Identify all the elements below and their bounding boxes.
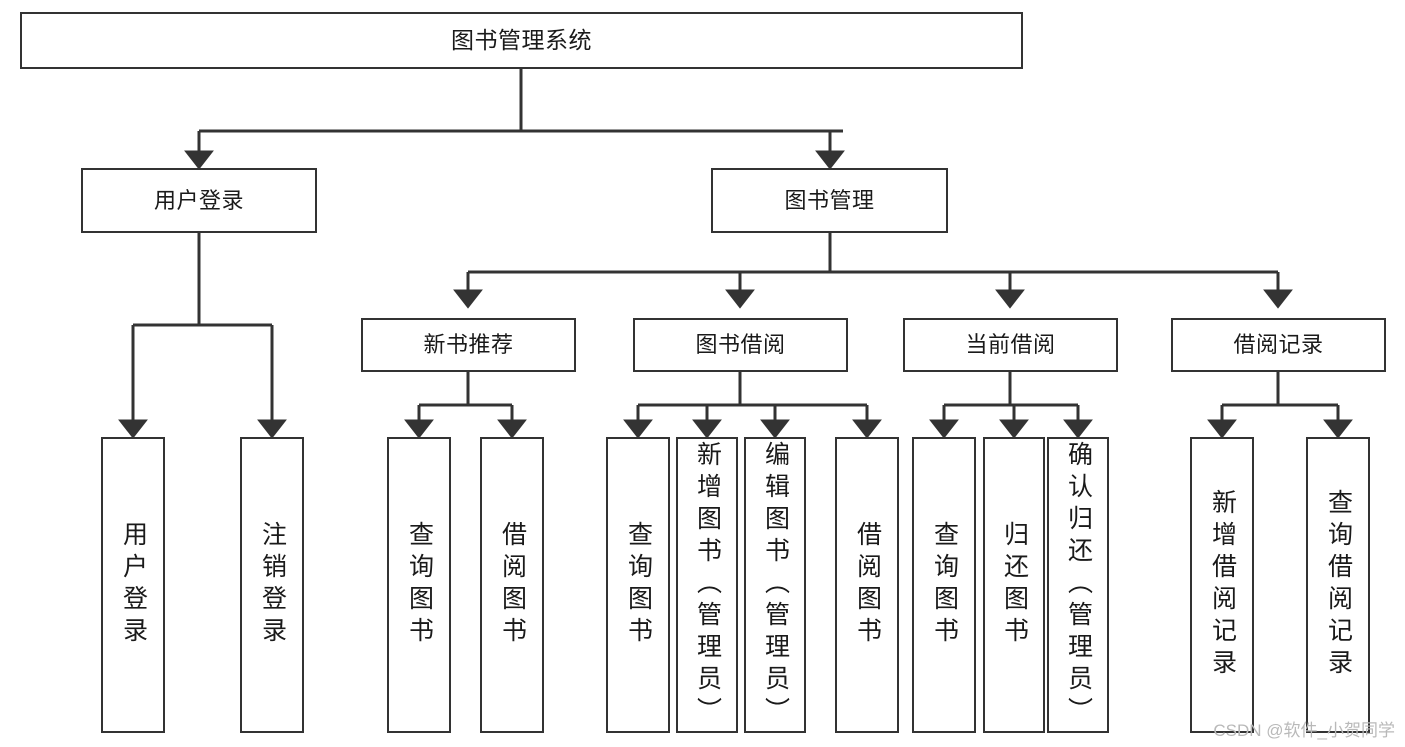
node-leaf-borrow-book-2[interactable]: 借阅图书 [835,437,899,733]
node-leaf-query-book-3-label: 查询图书 [930,521,959,649]
node-current-borrow[interactable]: 当前借阅 [903,318,1118,372]
node-leaf-query-record[interactable]: 查询借阅记录 [1306,437,1370,733]
csdn-watermark: CSDN @软件_小贺同学 [1213,721,1395,740]
node-leaf-query-book-3[interactable]: 查询图书 [912,437,976,733]
node-book-borrow-label: 图书借阅 [695,332,786,358]
node-current-borrow-label: 当前借阅 [965,332,1056,358]
node-user-login-label: 用户登录 [153,187,244,213]
node-leaf-edit-book[interactable]: 编辑图书（管理员） [744,437,806,733]
node-leaf-confirm-return[interactable]: 确认归还（管理员） [1047,437,1109,733]
node-leaf-return-book-label: 归还图书 [1000,521,1029,649]
node-leaf-borrow-book-2-label: 借阅图书 [853,521,882,649]
node-leaf-add-record[interactable]: 新增借阅记录 [1190,437,1254,733]
node-root[interactable]: 图书管理系统 [20,12,1023,69]
node-leaf-add-book[interactable]: 新增图书（管理员） [676,437,738,733]
node-leaf-logout[interactable]: 注销登录 [240,437,304,733]
node-borrow-record-label: 借阅记录 [1233,332,1324,358]
node-leaf-user-login[interactable]: 用户登录 [101,437,165,733]
node-leaf-query-book-2-label: 查询图书 [624,521,653,649]
node-book-management[interactable]: 图书管理 [711,168,948,233]
node-root-label: 图书管理系统 [451,26,592,53]
node-leaf-borrow-book-1-label: 借阅图书 [498,521,527,649]
node-leaf-add-book-label: 新增图书（管理员） [693,441,722,729]
node-leaf-edit-book-label: 编辑图书（管理员） [761,441,790,729]
node-user-login[interactable]: 用户登录 [81,168,317,233]
node-leaf-borrow-book-1[interactable]: 借阅图书 [480,437,544,733]
node-borrow-record[interactable]: 借阅记录 [1171,318,1386,372]
node-new-book-recommend-label: 新书推荐 [423,332,514,358]
node-leaf-confirm-return-label: 确认归还（管理员） [1064,441,1093,729]
node-leaf-return-book[interactable]: 归还图书 [983,437,1045,733]
node-leaf-query-record-label: 查询借阅记录 [1324,489,1353,681]
node-leaf-query-book-1-label: 查询图书 [405,521,434,649]
node-book-management-label: 图书管理 [784,187,875,213]
node-leaf-query-book-2[interactable]: 查询图书 [606,437,670,733]
node-book-borrow[interactable]: 图书借阅 [633,318,848,372]
node-leaf-add-record-label: 新增借阅记录 [1208,489,1237,681]
node-leaf-query-book-1[interactable]: 查询图书 [387,437,451,733]
node-leaf-logout-label: 注销登录 [258,521,287,649]
node-leaf-user-login-label: 用户登录 [119,521,148,649]
node-new-book-recommend[interactable]: 新书推荐 [361,318,576,372]
